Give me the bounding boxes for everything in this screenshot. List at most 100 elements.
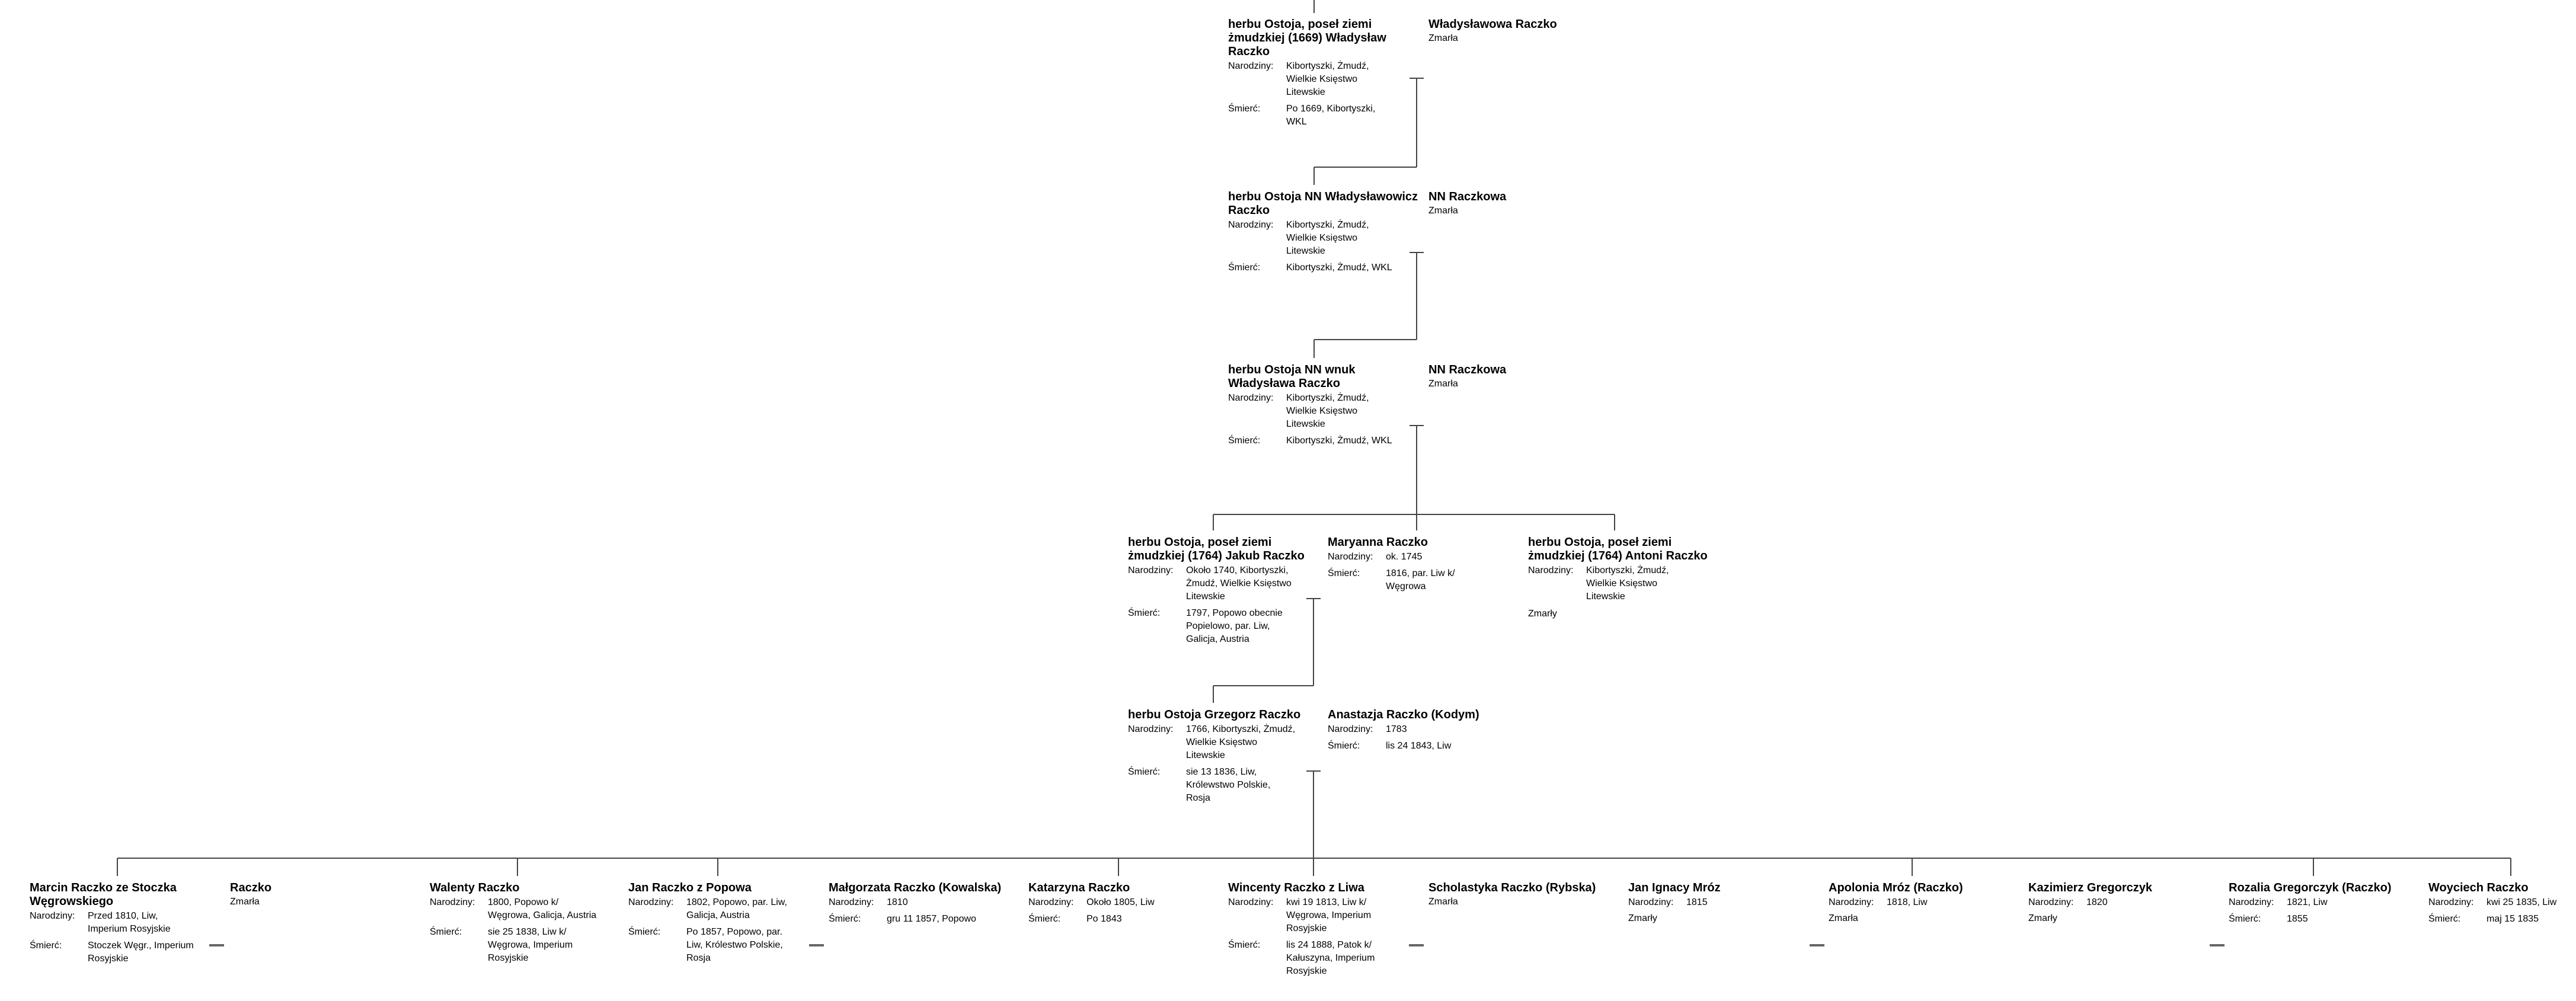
- person-name: Jan Raczko z Popowa: [628, 881, 752, 894]
- birth-fact: Narodziny:1783: [1328, 723, 1523, 736]
- death-label: Śmierć:: [1328, 568, 1360, 578]
- person-rozalia-gregorczyk[interactable]: Rozalia Gregorczyk (Raczko) Narodziny:18…: [2229, 881, 2412, 929]
- death-label: Śmierć:: [430, 927, 462, 937]
- birth-fact: Narodziny:1815: [1628, 896, 1806, 909]
- person-status: Zmarła: [1428, 379, 1458, 389]
- person-woyciech-raczko[interactable]: Woyciech Raczko Narodziny:kwi 25 1835, L…: [2428, 881, 2574, 929]
- birth-value: Kibortyszki, Żmudź, Wielkie Księstwo Lit…: [1586, 565, 1669, 602]
- death-label: Śmierć:: [2229, 914, 2261, 924]
- birth-fact: Narodziny: ok. 1745: [1328, 551, 1523, 564]
- birth-label: Narodziny:: [1028, 897, 1074, 907]
- person-name: herbu Ostoja, poseł ziemi żmudzkiej (176…: [1128, 536, 1305, 562]
- person-name: herbu Ostoja, poseł ziemi żmudzkiej (166…: [1228, 18, 1386, 58]
- birth-fact: Narodziny:1821, Liw: [2229, 896, 2412, 909]
- birth-fact: Narodziny:kwi 19 1813, Liw k/ Węgrowa, I…: [1228, 896, 1412, 935]
- death-label: Śmierć:: [1228, 104, 1261, 114]
- birth-value: Około 1805, Liw: [1086, 897, 1155, 907]
- birth-label: Narodziny:: [2028, 897, 2074, 907]
- person-jakub-raczko[interactable]: herbu Ostoja, poseł ziemi żmudzkiej (176…: [1128, 536, 1324, 650]
- person-name: herbu Ostoja Grzegorz Raczko: [1128, 708, 1301, 721]
- death-value: maj 15 1835: [2486, 914, 2539, 924]
- birth-fact: Narodziny: Około 1805, Liw: [1028, 896, 1212, 909]
- birth-fact: Narodziny:1802, Popowo, par. Liw, Galicj…: [628, 896, 812, 922]
- person-name: Wincenty Raczko z Liwa: [1228, 881, 1364, 894]
- person-nn-wnuk-wladyslawa-raczko[interactable]: herbu Ostoja NN wnuk Władysława Raczko N…: [1228, 363, 1424, 451]
- person-grzegorz-raczko[interactable]: herbu Ostoja Grzegorz Raczko Narodziny:1…: [1128, 708, 1324, 808]
- death-label: Śmierć:: [1128, 767, 1161, 777]
- birth-fact: Narodziny:Kibortyszki, Żmudź, Wielkie Ks…: [1228, 60, 1424, 99]
- person-katarzyna-raczko[interactable]: Katarzyna Raczko Narodziny:Około 1805, L…: [1028, 881, 1212, 929]
- death-label: Śmierć:: [628, 927, 661, 937]
- spouse-malgorzata-raczko[interactable]: Małgorzata Raczko (Kowalska) Narodziny: 1…: [829, 881, 1012, 929]
- death-fact: Śmierć: Stoczek Węgr., Imperium Rosyjskie: [30, 939, 213, 965]
- person-marcin-raczko[interactable]: Marcin Raczko ze Stoczka Węgrowskiego Na…: [30, 881, 213, 969]
- death-fact: Śmierć:sie 13 1836, Liw, Królewstwo Pols…: [1128, 766, 1324, 805]
- spouse-raczko[interactable]: Raczko Zmarła: [230, 881, 408, 907]
- person-wincenty-raczko[interactable]: Wincenty Raczko z Liwa Narodziny:kwi 19 …: [1228, 881, 1412, 981]
- person-name: herbu Ostoja NN Władysławowicz Raczko: [1228, 190, 1418, 217]
- person-jan-raczko[interactable]: Jan Raczko z Popowa Narodziny:1802, Popo…: [628, 881, 812, 968]
- birth-value: Około 1740, Kibortyszki, Żmudź, Wielkie …: [1186, 565, 1292, 602]
- death-fact: Śmierć:Po 1843: [1028, 913, 1212, 926]
- death-fact: Śmierć:Kibortyszki, Żmudź, WKL: [1228, 434, 1424, 447]
- spouse-wladyslawowa-raczko[interactable]: Władysławowa Raczko Zmarła: [1428, 18, 1624, 44]
- birth-label: Narodziny:: [1228, 220, 1274, 230]
- spouse-jan-ignacy-mroz[interactable]: Jan Ignacy Mróz Narodziny:1815 Zmarły: [1628, 881, 1806, 924]
- birth-fact: Narodziny:Kibortyszki, Żmudź, Wielkie Ks…: [1528, 564, 1724, 603]
- birth-value: 1818, Liw: [1887, 897, 1928, 907]
- birth-value: Kibortyszki, Żmudź, Wielkie Księstwo Lit…: [1286, 220, 1369, 256]
- person-name: Anastazja Raczko (Kodym): [1328, 708, 1479, 721]
- death-value: Stoczek Węgr., Imperium Rosyjskie: [88, 941, 194, 964]
- person-name: Małgorzata Raczko (Kowalska): [829, 881, 1002, 894]
- spouse-maryanna-raczko[interactable]: Maryanna Raczko Narodziny: ok. 1745 Śmier…: [1328, 536, 1523, 597]
- birth-value: ok. 1745: [1386, 552, 1423, 562]
- birth-fact: Narodziny:1800, Popowo k/ Węgrowa, Galic…: [430, 896, 613, 922]
- spouse-scholastyka-raczko[interactable]: Scholastyka Raczko (Rybska) Zmarła: [1428, 881, 1606, 907]
- birth-label: Narodziny:: [829, 897, 874, 907]
- death-fact: Śmierć:lis 24 1888, Patok k/ Kałuszyna, …: [1228, 939, 1412, 978]
- person-apolonia-mroz[interactable]: Apolonia Mróz (Raczko) Narodziny:1818, L…: [1829, 881, 2006, 924]
- death-value: gru 11 1857, Popowo: [887, 914, 976, 924]
- birth-label: Narodziny:: [1228, 393, 1274, 403]
- person-status: Zmarła: [1428, 897, 1458, 907]
- birth-value: 1800, Popowo k/ Węgrowa, Galicja, Austri…: [488, 897, 597, 920]
- spouse-nn-raczkowa-2[interactable]: NN Raczkowa Zmarła: [1428, 363, 1624, 389]
- spouse-nn-raczkowa-1[interactable]: NN Raczkowa Zmarła: [1428, 190, 1624, 216]
- person-name: Władysławowa Raczko: [1428, 18, 1557, 31]
- death-label: Śmierć:: [1328, 741, 1360, 751]
- death-value: lis 24 1843, Liw: [1386, 741, 1452, 751]
- spouse-anastazja-raczko[interactable]: Anastazja Raczko (Kodym) Narodziny:1783 …: [1328, 708, 1523, 756]
- death-value: sie 25 1838, Liw k/ Węgrowa, Imperium Ro…: [488, 927, 573, 963]
- death-value: Po 1857, Popowo, par. Liw, Królestwo Pol…: [686, 927, 783, 963]
- birth-value: kwi 25 1835, Liw: [2486, 897, 2557, 907]
- death-value: 1816, par. Liw k/ Węgrowa: [1386, 568, 1455, 591]
- death-label: Śmierć:: [30, 941, 62, 951]
- spouse-kazimierz-gregorczyk[interactable]: Kazimierz Gregorczyk Narodziny:1820 Zmar…: [2028, 881, 2206, 924]
- birth-value: 1810: [887, 897, 908, 907]
- birth-fact: Narodziny: kwi 25 1835, Liw: [2428, 896, 2574, 909]
- death-value: Po 1669, Kibortyszki, WKL: [1286, 104, 1376, 127]
- person-walenty-raczko[interactable]: Walenty Raczko Narodziny:1800, Popowo k/…: [430, 881, 613, 968]
- birth-fact: Narodziny:1766, Kibortyszki, Żmudź, Wiel…: [1128, 723, 1324, 762]
- person-name: Kazimierz Gregorczyk: [2028, 881, 2152, 894]
- person-antoni-raczko[interactable]: herbu Ostoja, poseł ziemi żmudzkiej (176…: [1528, 536, 1724, 619]
- death-fact: Śmierć: lis 24 1843, Liw: [1328, 740, 1523, 753]
- birth-label: Narodziny:: [30, 911, 75, 921]
- birth-label: Narodziny:: [1829, 897, 1874, 907]
- person-name: Jan Ignacy Mróz: [1628, 881, 1721, 894]
- birth-value: Kibortyszki, Żmudź, Wielkie Księstwo Lit…: [1286, 61, 1369, 97]
- person-nn-wladyslawowicz-raczko[interactable]: herbu Ostoja NN Władysławowicz Raczko Na…: [1228, 190, 1424, 278]
- birth-fact: Narodziny:Przed 1810, Liw, Imperium Rosy…: [30, 910, 213, 936]
- birth-label: Narodziny:: [628, 897, 674, 907]
- birth-value: 1766, Kibortyszki, Żmudź, Wielkie Księst…: [1186, 724, 1296, 760]
- death-fact: Śmierć: sie 25 1838, Liw k/ Węgrowa, Impe…: [430, 926, 613, 965]
- person-wladyslaw-raczko[interactable]: herbu Ostoja, poseł ziemi żmudzkiej (166…: [1228, 18, 1424, 132]
- person-name: Maryanna Raczko: [1328, 536, 1428, 549]
- birth-label: Narodziny:: [2428, 897, 2474, 907]
- death-value: lis 24 1888, Patok k/ Kałuszyna, Imperiu…: [1286, 940, 1375, 976]
- birth-label: Narodziny:: [1328, 552, 1373, 562]
- birth-value: 1821, Liw: [2287, 897, 2328, 907]
- person-name: NN Raczkowa: [1428, 363, 1507, 376]
- birth-fact: Narodziny:Kibortyszki, Żmudź, Wielkie Ks…: [1228, 392, 1424, 431]
